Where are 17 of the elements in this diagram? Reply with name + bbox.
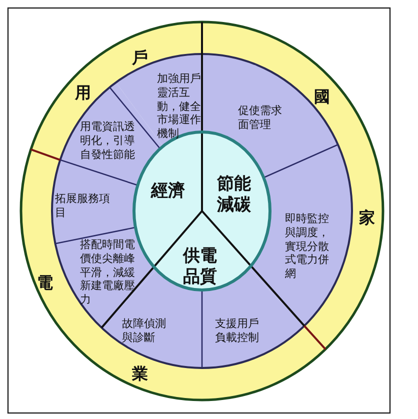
segment-label: 即時監控與調度，實現分散式電力併網 [285, 212, 337, 281]
ring-label: 國 [314, 87, 330, 107]
ring-label: 用 [75, 83, 91, 103]
segment-label: 用電資訊透明化，引導自發性節能 [80, 120, 140, 162]
segment-label: 支援用戶負載控制 [215, 317, 267, 344]
ring-label: 家 [359, 208, 375, 228]
segment-label: 加強用戶靈活互動，健全市場運作機制 [157, 72, 203, 141]
ring-label: 電 [37, 273, 53, 293]
ring-label: 業 [132, 364, 148, 384]
core-label: 節能減碳 [214, 174, 254, 216]
core-label: 經濟 [146, 181, 190, 202]
segment-label: 搭配時間電價使尖離峰平滑，減緩新建電廠壓力 [80, 238, 144, 307]
segment-label: 拓展服務項目 [55, 192, 117, 220]
segment-label: 促使需求面管理 [238, 104, 290, 132]
ring-label: 戶 [132, 48, 148, 68]
core-label: 供電品質 [180, 246, 220, 288]
segment-label: 故障偵測與診斷 [122, 317, 174, 344]
